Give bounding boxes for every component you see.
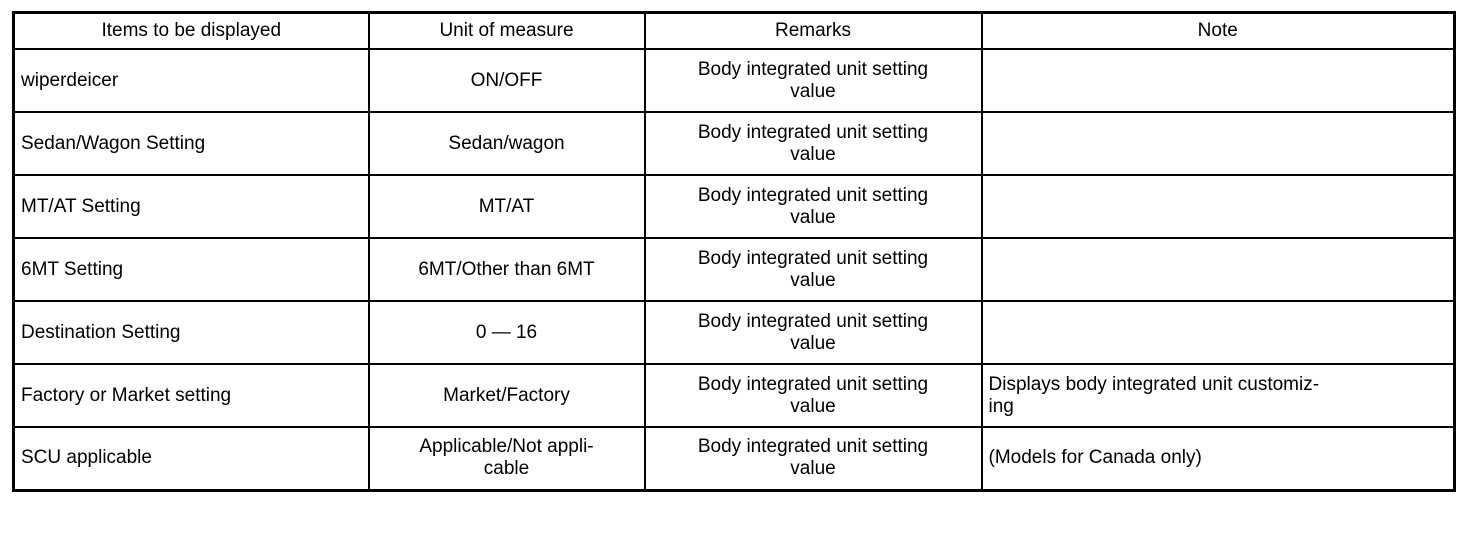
remarks-cell: Body integrated unit setting value xyxy=(643,363,983,428)
item-cell: Factory or Market setting xyxy=(12,363,370,428)
note-cell xyxy=(980,111,1456,176)
unit-cell: 0 — 16 xyxy=(367,300,646,365)
table-header: Items to be displayed Unit of measure Re… xyxy=(12,11,1456,50)
unit-cell: 6MT/Other than 6MT xyxy=(367,237,646,302)
note-cell: (Models for Canada only) xyxy=(980,426,1456,491)
note-cell xyxy=(980,48,1456,113)
note-cell xyxy=(980,300,1456,365)
display-items-table: Items to be displayed Unit of measure Re… xyxy=(12,11,1456,492)
note-cell xyxy=(980,174,1456,239)
unit-cell: Market/Factory xyxy=(367,363,646,428)
header-remarks: Remarks xyxy=(643,11,983,50)
remarks-cell: Body integrated unit setting value xyxy=(643,174,983,239)
item-cell: Destination Setting xyxy=(12,300,370,365)
table-row: Factory or Market setting Market/Factory… xyxy=(12,363,1456,428)
unit-cell: ON/OFF xyxy=(367,48,646,113)
remarks-cell: Body integrated unit setting value xyxy=(643,300,983,365)
item-cell: MT/AT Setting xyxy=(12,174,370,239)
table-row: 6MT Setting 6MT/Other than 6MT Body inte… xyxy=(12,237,1456,302)
remarks-cell: Body integrated unit setting value xyxy=(643,48,983,113)
header-row: Items to be displayed Unit of measure Re… xyxy=(12,11,1456,50)
table-body: wiperdeicer ON/OFF Body integrated unit … xyxy=(12,48,1456,491)
remarks-cell: Body integrated unit setting value xyxy=(643,111,983,176)
header-unit-of-measure: Unit of measure xyxy=(367,11,646,50)
table-row: SCU applicable Applicable/Not appli- cab… xyxy=(12,426,1456,491)
remarks-cell: Body integrated unit setting value xyxy=(643,426,983,491)
item-cell: 6MT Setting xyxy=(12,237,370,302)
unit-cell: Applicable/Not appli- cable xyxy=(367,426,646,491)
table-row: Destination Setting 0 — 16 Body integrat… xyxy=(12,300,1456,365)
header-note: Note xyxy=(980,11,1456,50)
header-items-to-be-displayed: Items to be displayed xyxy=(12,11,370,50)
item-cell: wiperdeicer xyxy=(12,48,370,113)
unit-cell: Sedan/wagon xyxy=(367,111,646,176)
note-cell xyxy=(980,237,1456,302)
table-row: MT/AT Setting MT/AT Body integrated unit… xyxy=(12,174,1456,239)
item-cell: SCU applicable xyxy=(12,426,370,491)
table-row: Sedan/Wagon Setting Sedan/wagon Body int… xyxy=(12,111,1456,176)
table-row: wiperdeicer ON/OFF Body integrated unit … xyxy=(12,48,1456,113)
note-cell: Displays body integrated unit customiz- … xyxy=(980,363,1456,428)
remarks-cell: Body integrated unit setting value xyxy=(643,237,983,302)
unit-cell: MT/AT xyxy=(367,174,646,239)
item-cell: Sedan/Wagon Setting xyxy=(12,111,370,176)
